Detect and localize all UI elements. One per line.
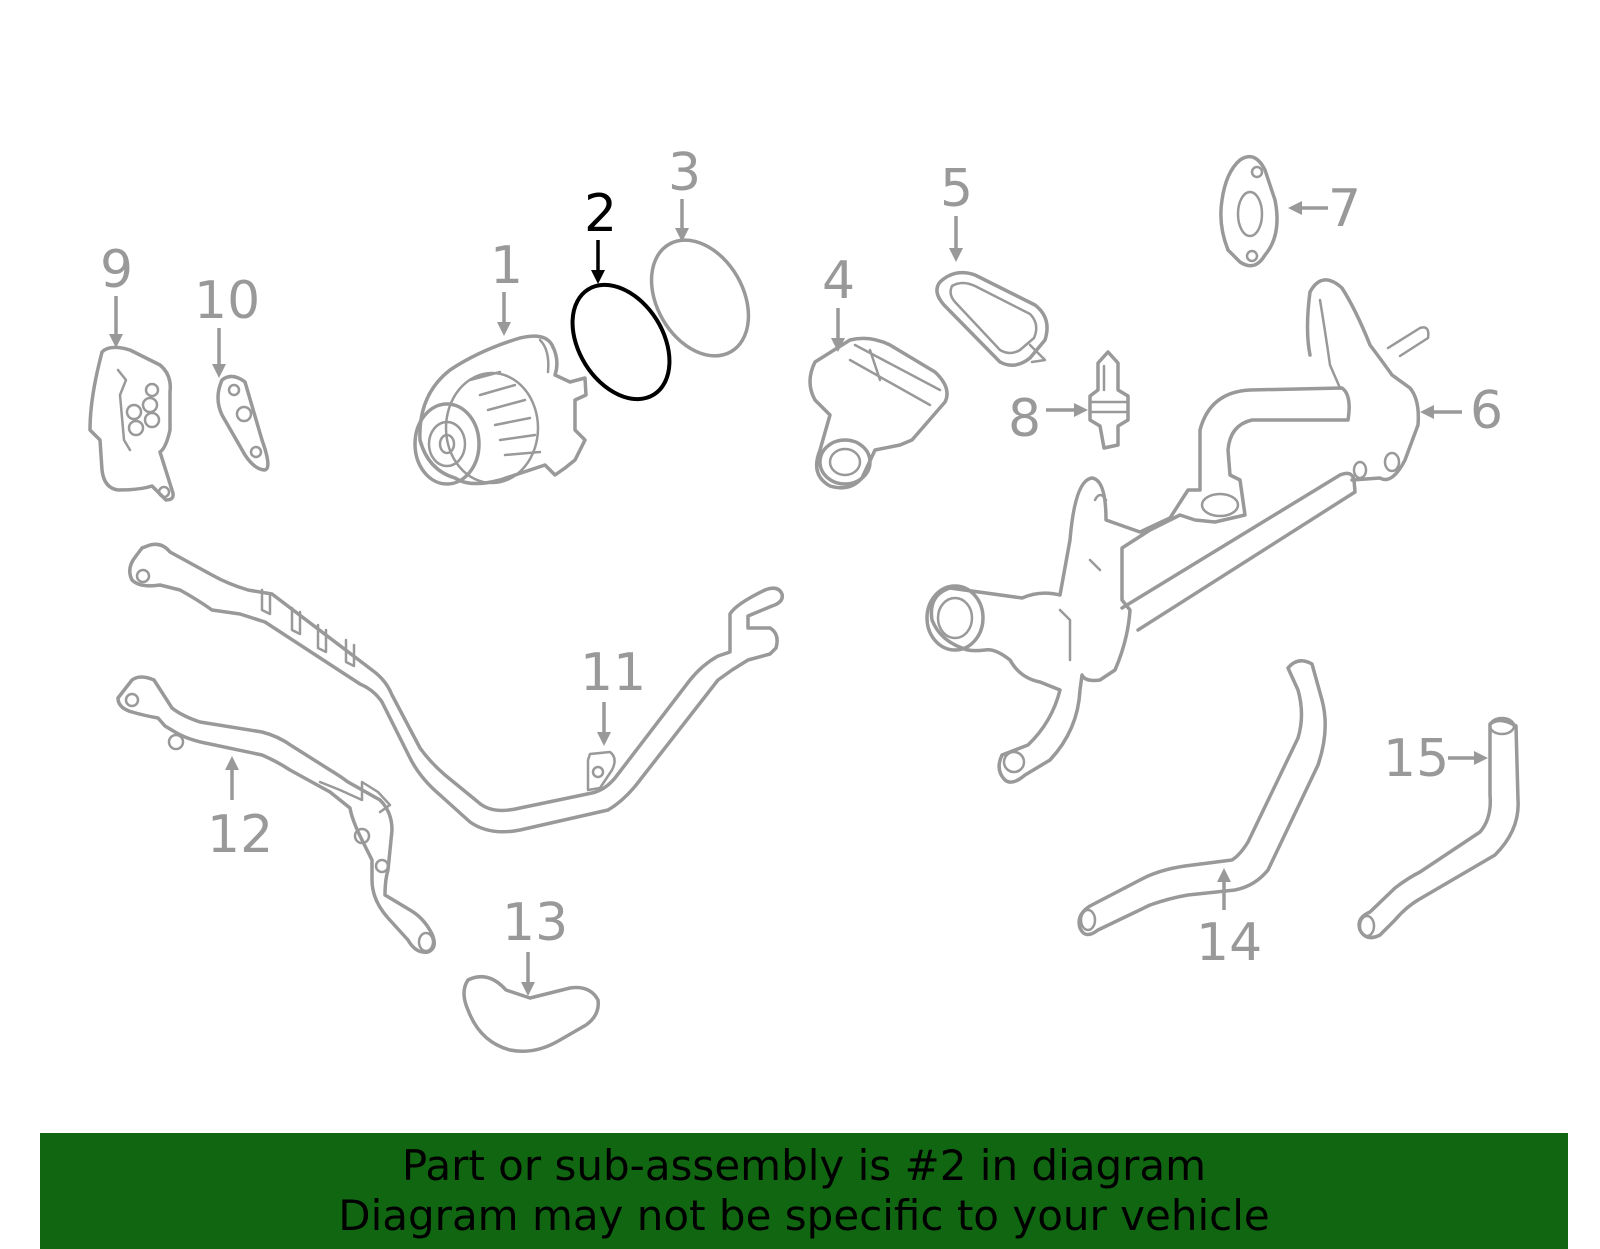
callout-12-label: 12 [207,805,273,865]
part-10-gasket[interactable] [216,374,270,472]
callout-11-label: 11 [580,643,646,703]
part-6-water-outlet[interactable] [925,278,1430,784]
callout-2: 2 [584,184,617,284]
part-9-bracket[interactable] [88,345,175,502]
part-5-gasket[interactable] [935,270,1049,367]
callout-15-label: 15 [1383,729,1449,789]
callout-5: 5 [940,159,973,262]
part-3-gasket[interactable] [632,223,768,373]
part-2-o-ring[interactable] [553,267,690,417]
banner-line-1: Part or sub-assembly is #2 in diagram [401,1141,1207,1190]
callout-6-label: 6 [1470,381,1503,441]
callout-14-label: 14 [1196,913,1262,973]
part-15-hose[interactable] [1357,716,1520,940]
callout-12: 12 [207,756,273,865]
part-7-gasket[interactable] [1219,154,1279,268]
callout-9: 9 [100,240,133,348]
callout-2-label: 2 [584,184,617,244]
callout-1-label: 1 [490,236,523,296]
callout-7: 7 [1288,179,1361,239]
part-12-pipe[interactable] [116,675,436,954]
callout-11: 11 [580,643,646,746]
callout-10-label: 10 [194,271,260,331]
part-8-sensor[interactable] [1088,350,1130,450]
part-14-hose[interactable] [1077,659,1327,937]
callout-3-label: 3 [668,143,701,203]
part-11-pipe[interactable] [128,542,785,834]
callout-4-label: 4 [822,251,855,311]
part-4-thermostat-housing[interactable] [808,336,949,490]
callout-15: 15 [1383,729,1488,789]
part-1-water-pump[interactable] [413,334,588,486]
callout-1: 1 [490,236,523,336]
callout-7-label: 7 [1328,179,1361,239]
callout-5-label: 5 [940,159,973,219]
info-banner: Part or sub-assembly is #2 in diagram Di… [40,1133,1568,1249]
part-13-hose[interactable] [462,974,600,1053]
callout-6: 6 [1420,381,1503,441]
banner-line-2: Diagram may not be specific to your vehi… [338,1191,1270,1240]
callout-9-label: 9 [100,240,133,300]
callout-8-label: 8 [1008,389,1041,449]
callout-13-label: 13 [502,893,568,953]
callout-14: 14 [1196,868,1262,973]
callout-13: 13 [502,893,568,996]
callout-4: 4 [822,251,855,352]
callout-10: 10 [194,271,260,378]
callout-3: 3 [668,143,701,242]
callout-8: 8 [1008,389,1088,449]
